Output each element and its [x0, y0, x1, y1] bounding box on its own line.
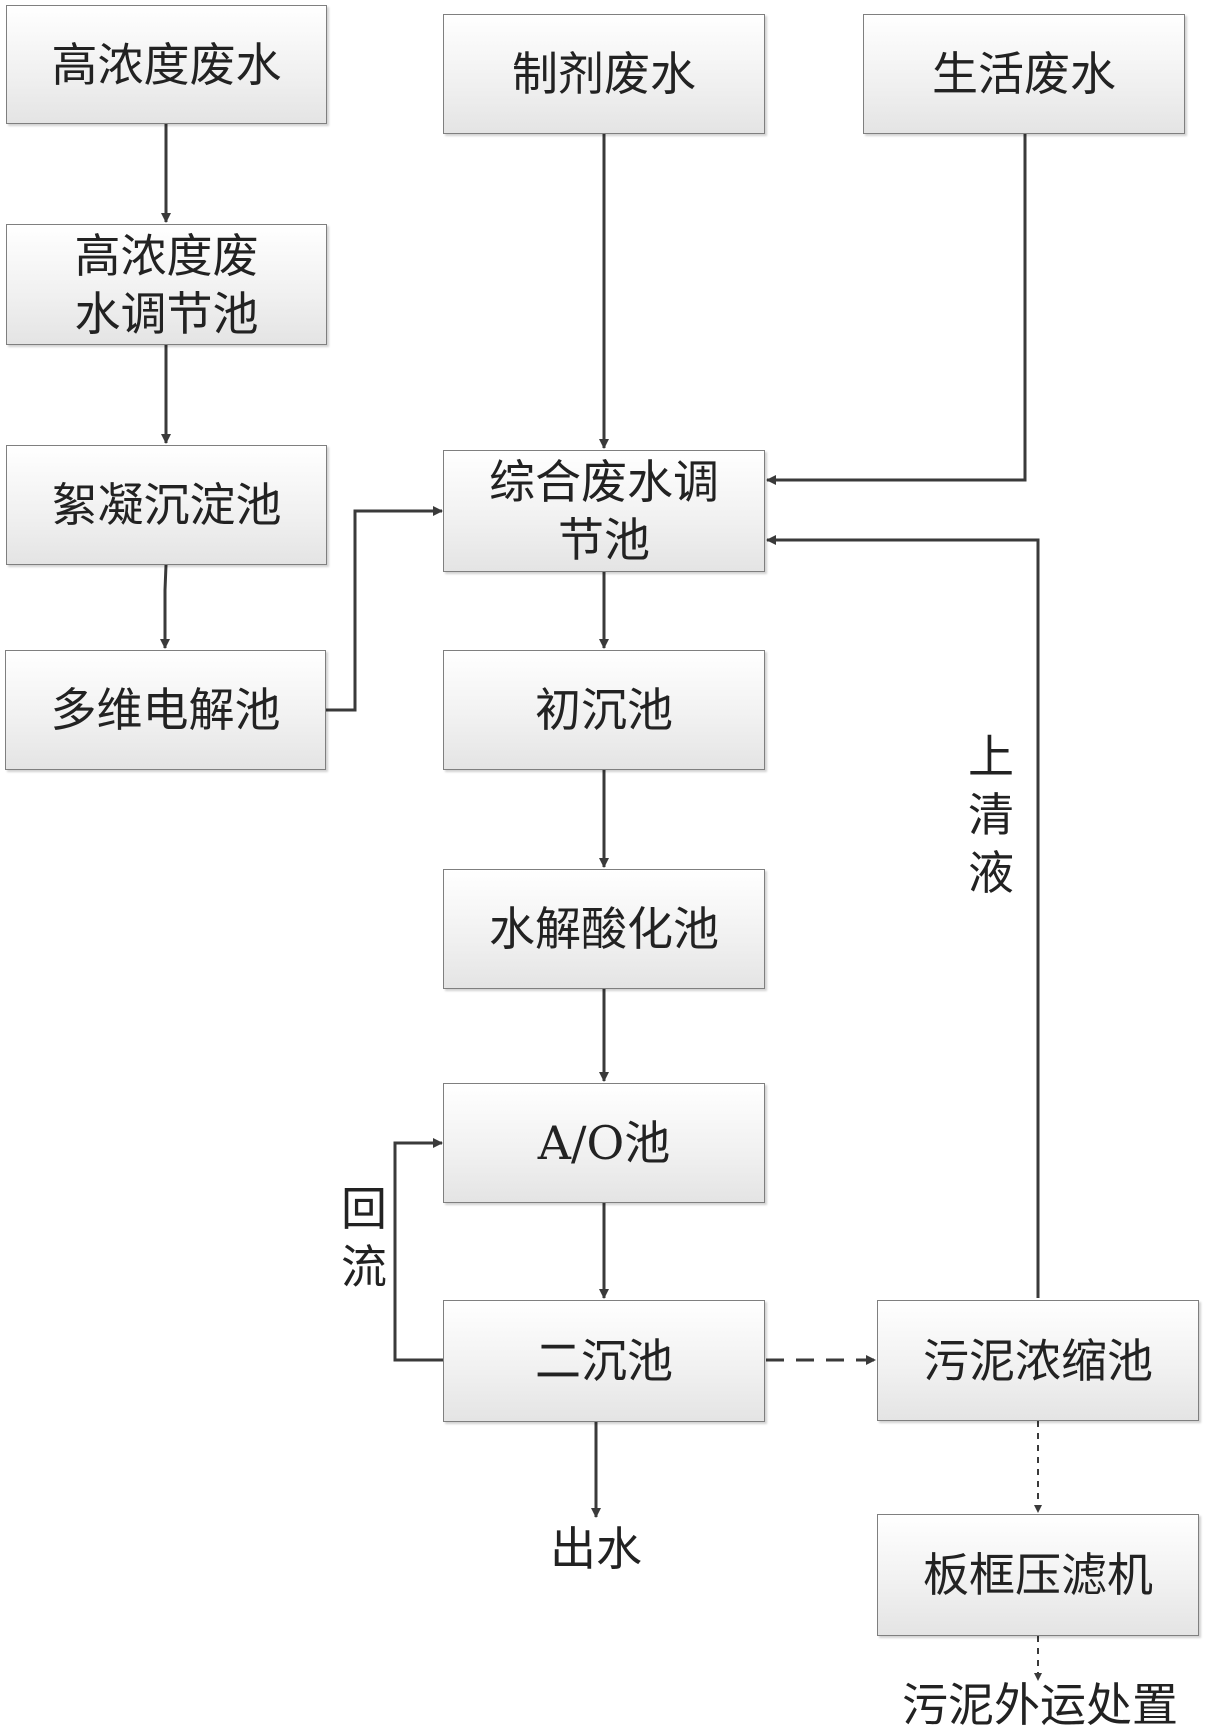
arrow-electrolysis-to-equalization [326, 506, 443, 712]
label-effluent: 出水 [550, 1522, 642, 1576]
arrow-reflux [393, 1138, 443, 1362]
arrow-supernatant-return [766, 535, 1040, 1298]
node-high-conc-wastewater: 高浓度废水 [6, 5, 327, 124]
node-ao-tank: A/O池 [443, 1083, 765, 1203]
node-flocculation-sedimentation-tank: 絮凝沉淀池 [6, 445, 327, 565]
node-domestic-wastewater: 生活废水 [863, 14, 1185, 134]
node-preparation-wastewater: 制剂废水 [443, 14, 765, 134]
node-secondary-sedimentation-tank: 二沉池 [443, 1300, 765, 1422]
node-comprehensive-equalization-tank: 综合废水调节池 [443, 450, 765, 572]
label-supernatant: 上清液 [968, 730, 1014, 900]
label-sludge-disposal: 污泥外运处置 [902, 1678, 1178, 1732]
node-hydrolysis-acidification-tank: 水解酸化池 [443, 869, 765, 989]
node-high-conc-equalization-tank: 高浓度废水调节池 [6, 224, 327, 345]
arrow-domestic-to-equalization [766, 134, 1027, 485]
arrow-flocculation-to-electrolysis [160, 564, 170, 649]
node-primary-sedimentation-tank: 初沉池 [443, 650, 765, 770]
node-plate-frame-filter-press: 板框压滤机 [877, 1514, 1199, 1636]
node-multidimensional-electrolysis-tank: 多维电解池 [5, 650, 326, 770]
node-sludge-thickening-tank: 污泥浓缩池 [877, 1300, 1199, 1421]
label-reflux: 回流 [341, 1182, 387, 1294]
